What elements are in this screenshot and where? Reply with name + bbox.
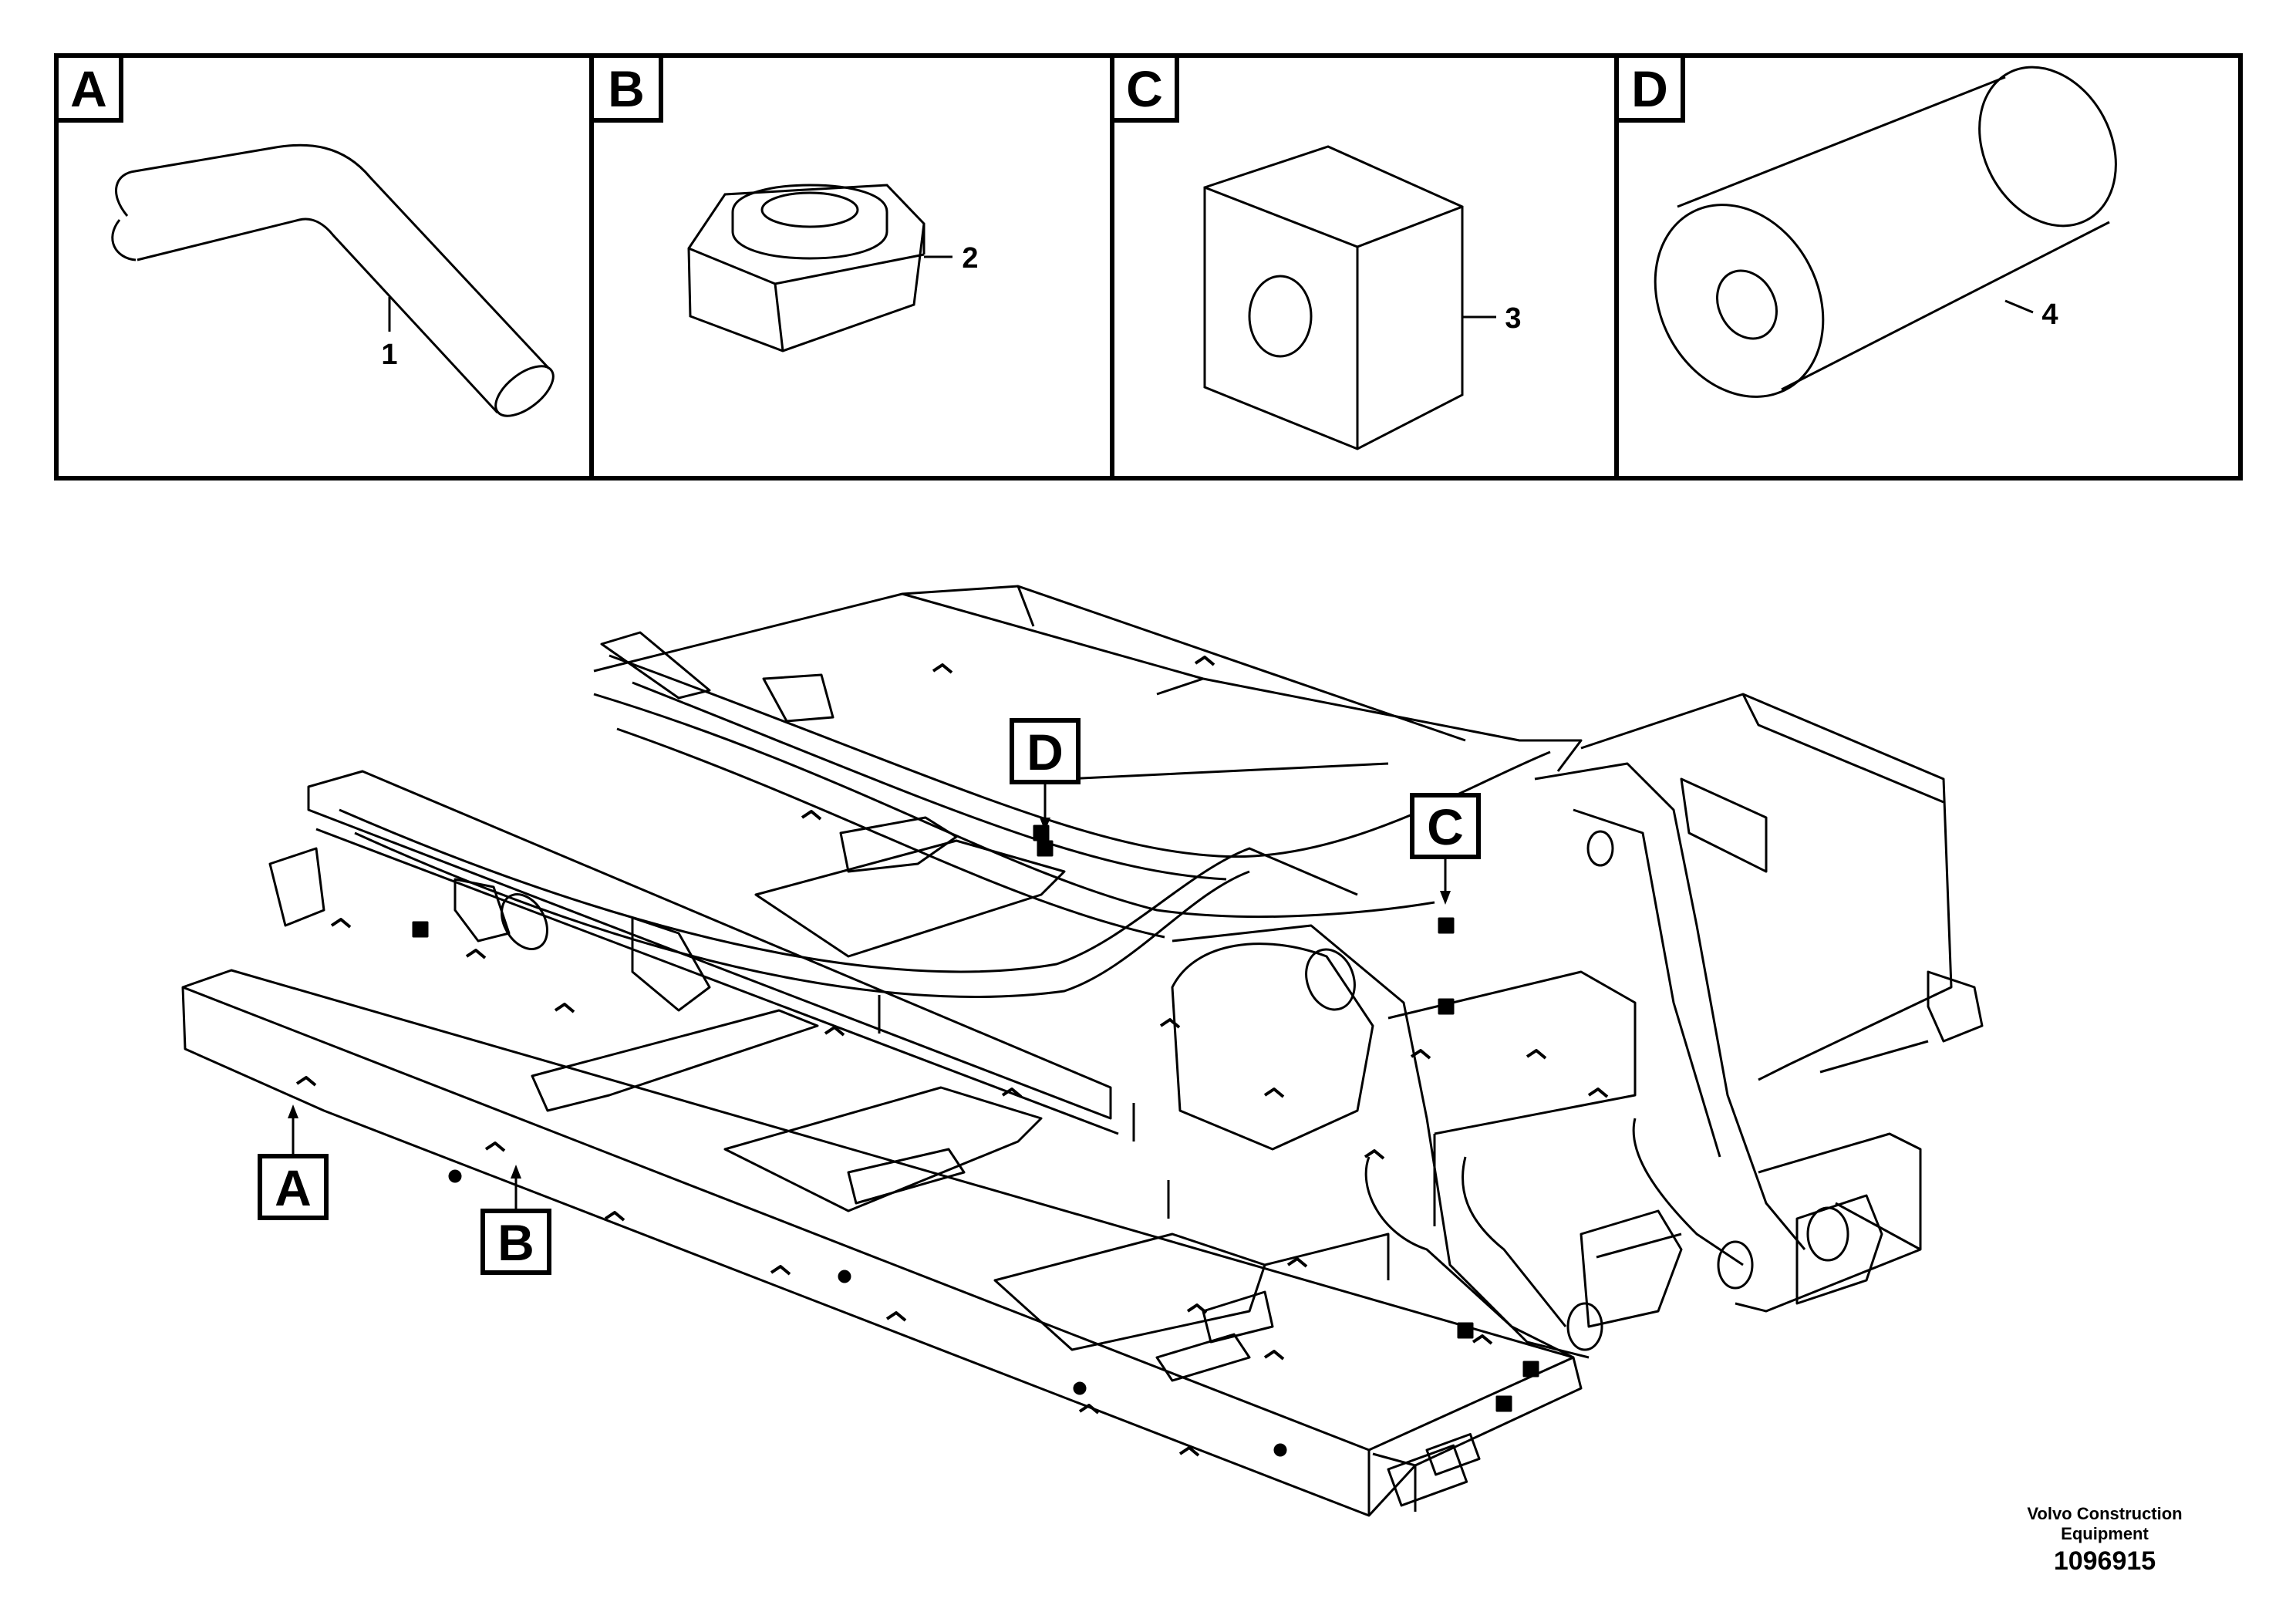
nut-fitting	[1495, 1395, 1512, 1412]
panel-letter: A	[70, 60, 107, 117]
clip-fitting	[1286, 1257, 1308, 1268]
bolt-hole	[1273, 1443, 1287, 1457]
leader-arrow	[1440, 891, 1451, 905]
callout-a: A	[258, 1104, 329, 1220]
callout-b: B	[480, 1165, 551, 1275]
leader-arrow	[511, 1165, 521, 1179]
boom-tower	[1171, 762, 1883, 1359]
callout-box	[480, 1209, 551, 1275]
bolt-hole	[1073, 1381, 1087, 1395]
part-number: 3	[1505, 302, 1521, 335]
nut-fitting	[412, 921, 429, 938]
panel-d: D 4	[1614, 53, 2117, 398]
callouts: A B C D	[258, 718, 1481, 1275]
right-housing	[1580, 693, 1984, 1313]
callout-letter: C	[1427, 798, 1464, 855]
nut-fitting	[1457, 1322, 1474, 1339]
rear-deck	[593, 585, 1583, 873]
clip-fitting	[1526, 1049, 1547, 1060]
document-id: 1096915	[2053, 1546, 2156, 1576]
clip-fitting	[1186, 1303, 1208, 1314]
clip-fitting	[604, 1211, 625, 1222]
leader-arrow	[288, 1104, 298, 1118]
bent-tube-icon	[111, 143, 555, 417]
clip-fitting	[1587, 1088, 1609, 1098]
clip-fitting	[885, 1311, 907, 1322]
callout-c: C	[1410, 793, 1481, 905]
clip-fitting	[824, 1026, 845, 1037]
callout-letter: D	[1027, 723, 1064, 781]
panel-a: A 1	[54, 53, 555, 417]
clip-fitting	[1263, 1350, 1285, 1361]
clip-fitting	[932, 663, 953, 674]
part-number: 1	[381, 339, 397, 371]
bolt-hole	[838, 1270, 851, 1283]
leader-arrow	[1040, 818, 1050, 831]
clip-fitting	[554, 1003, 575, 1013]
clip-fitting	[465, 949, 487, 959]
footer: Volvo Construction Equipment 1096915	[1989, 1504, 2220, 1578]
panel-letter-box	[1110, 53, 1179, 123]
frame-illustration	[181, 585, 1984, 1517]
callout-letter: B	[497, 1214, 534, 1271]
panel-letter: B	[608, 60, 645, 117]
clip-fitting	[1159, 1018, 1181, 1029]
callout-letter: A	[275, 1159, 312, 1216]
nut-fitting	[1522, 1361, 1539, 1378]
clip-fitting	[1178, 1446, 1200, 1457]
hex-nut-icon	[687, 184, 925, 352]
nut-fitting	[1438, 917, 1455, 934]
clip-fitting	[295, 1076, 317, 1087]
panel-letter-box	[1614, 53, 1685, 123]
clip-fitting	[484, 1141, 506, 1152]
part-number: 2	[962, 242, 978, 275]
rear-side-rail	[307, 770, 1119, 1135]
callout-d: D	[1010, 718, 1081, 831]
clip-fitting	[1078, 1404, 1100, 1415]
clip-fitting	[770, 1265, 791, 1276]
nut-fitting	[1438, 998, 1455, 1015]
panel-c: C 3	[1110, 53, 1522, 450]
detail-panels: A 1 B 2	[54, 53, 2243, 481]
clip-fitting	[801, 810, 822, 821]
clip-fitting	[1263, 1088, 1285, 1098]
leader-line	[2004, 299, 2034, 314]
clip-fitting	[1410, 1049, 1431, 1060]
bolt-hole	[448, 1169, 462, 1183]
brand-line-2: Equipment	[2061, 1524, 2149, 1543]
clip-fitting	[330, 918, 352, 929]
callout-box	[258, 1154, 329, 1220]
panel-letter: C	[1126, 60, 1163, 117]
front-side-rail	[181, 969, 1583, 1517]
block-icon	[1203, 145, 1464, 450]
cross-members	[268, 839, 1390, 1382]
panel-letter: D	[1631, 60, 1668, 117]
brand-line-1: Volvo Construction	[2027, 1504, 2183, 1523]
panel-letter-box	[54, 53, 123, 123]
panel-letter-box	[589, 53, 663, 123]
panel-b: B 2	[589, 53, 979, 352]
clip-fitting	[1194, 656, 1215, 666]
bushing-icon	[1654, 66, 2117, 398]
clip-fitting	[1472, 1334, 1493, 1345]
clip-fitting	[1364, 1149, 1385, 1160]
nut-fitting	[1037, 840, 1054, 857]
clip-fitting	[1001, 1088, 1023, 1098]
part-number: 4	[2041, 298, 2058, 331]
